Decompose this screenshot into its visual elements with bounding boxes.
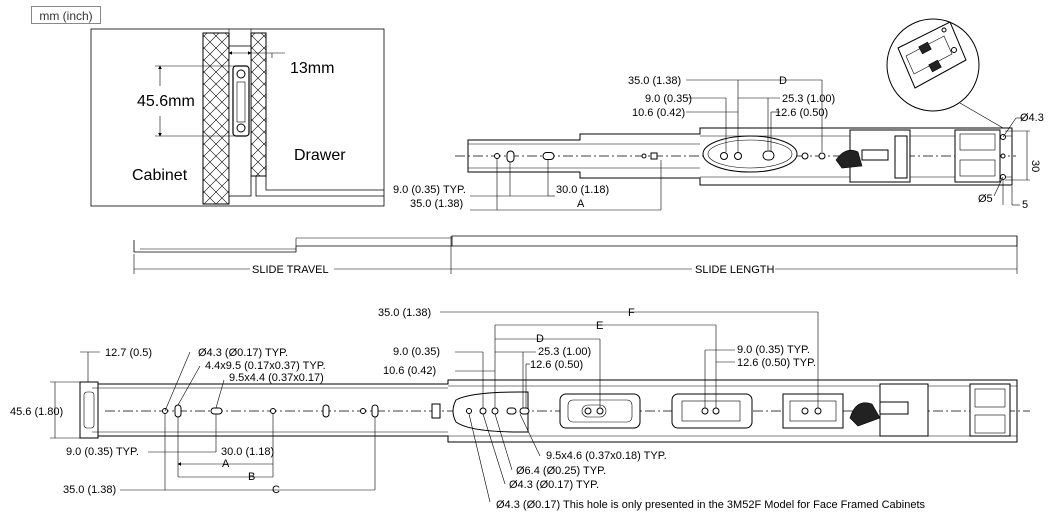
top-view: 35.0 (1.38) D 9.0 (0.35) 25.3 (1.00) 10.… [393, 18, 1044, 211]
dim-label: C [272, 484, 280, 496]
dim-label: 10.6 (0.42) [383, 365, 436, 377]
gap-label: 13mm [290, 60, 334, 77]
slide-travel-label: SLIDE TRAVEL [252, 264, 329, 276]
cabinet-label: Cabinet [132, 167, 188, 184]
dim-label: B [248, 471, 255, 483]
dim-label: 30.0 (1.18) [556, 184, 609, 196]
dim-label: 9.5x4.4 (0.37x0.17) [229, 372, 324, 384]
dim-label: 4.4x9.5 (0.17x0.37) TYP. [205, 360, 326, 372]
dim-label: 12.6 (0.50) [775, 107, 828, 119]
dim-label: 9.0 (0.35) TYP. [66, 446, 139, 458]
dim-label: 35.0 (1.38) [628, 75, 681, 87]
dim-label: 9.0 (0.35) TYP. [393, 184, 466, 196]
bottom-slide-body [91, 379, 1018, 443]
dim-label: 35.0 (1.38) [410, 198, 463, 210]
dim-label: A [222, 458, 230, 470]
dim-label: D [536, 333, 544, 345]
dim-label: F [628, 307, 635, 319]
dim-label: 10.6 (0.42) [632, 107, 685, 119]
slide-length-label: SLIDE LENGTH [695, 264, 775, 276]
dim-label: 35.0 (1.38) [378, 307, 431, 319]
dim-label: 35.0 (1.38) [63, 484, 116, 496]
dim-label: 45.6 (1.80) [10, 406, 63, 418]
dim-label: A [577, 198, 585, 210]
cross-section: 13mm 45.6mm Cabinet Drawer [90, 28, 385, 207]
dim-label: 9.0 (0.35) [393, 346, 440, 358]
face-frame-note: Ø4.3 (Ø0.17) This hole is only presented… [496, 499, 926, 511]
height-label: 45.6mm [137, 93, 195, 110]
dim-label: Ø4.3 (Ø0.17) TYP. [198, 347, 288, 359]
dim-label: 30 [1029, 160, 1041, 172]
dim-label: E [596, 320, 603, 332]
dim-label: Ø5 [978, 193, 993, 205]
drawer-wall [250, 32, 267, 177]
cross-section-frame [90, 28, 385, 207]
cabinet-wall [202, 32, 230, 205]
dim-label: 5 [1022, 199, 1028, 211]
dim-label: D [779, 75, 787, 87]
dim-label: 9.5x4.6 (0.37x0.18) TYP. [546, 450, 667, 462]
dim-label: Ø4.3 (Ø0.17) TYP. [509, 479, 599, 491]
units-label: mm (inch) [31, 6, 101, 24]
dim-label: 9.0 (0.35) [645, 93, 692, 105]
dim-label: Ø4.3 [1020, 112, 1044, 124]
drawer-label: Drawer [294, 147, 346, 164]
dim-label: 12.7 (0.5) [105, 347, 152, 359]
dim-label: 25.3 (1.00) [782, 93, 835, 105]
dim-label: 12.6 (0.50) TYP. [737, 357, 816, 369]
dim-label: 12.6 (0.50) [530, 359, 583, 371]
dim-label: Ø6.4 (Ø0.25) TYP. [516, 465, 606, 477]
dim-label: 25.3 (1.00) [538, 346, 591, 358]
travel-row: SLIDE TRAVEL SLIDE LENGTH [133, 235, 1018, 276]
dim-label: 30.0 (1.18) [221, 446, 274, 458]
bottom-view: 12.7 (0.5) 45.6 (1.80) Ø4.3 (Ø0.17) TYP.… [10, 307, 1030, 511]
dim-label: 9.0 (0.35) TYP. [737, 344, 810, 356]
drawer-bottom [255, 175, 384, 197]
detail-mechanism [897, 21, 967, 89]
